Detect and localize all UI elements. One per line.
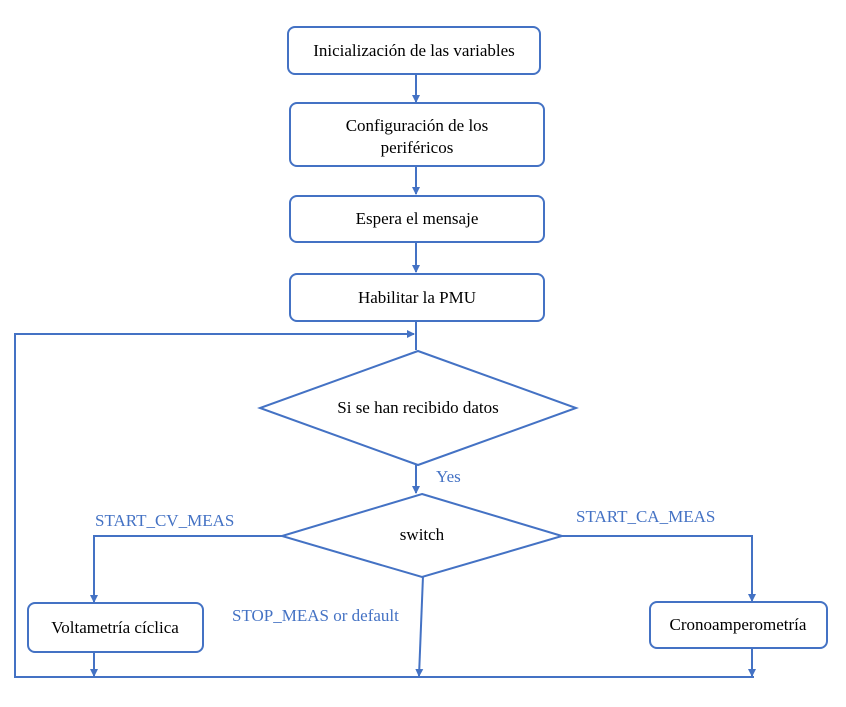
- pmu-box: [289, 273, 545, 322]
- switch-decision: [278, 492, 566, 579]
- stop-label: STOP_MEAS or default: [232, 606, 399, 625]
- cv-label: Voltametría cíclica: [51, 618, 179, 637]
- wait-box: [289, 195, 545, 243]
- config-box: [289, 102, 545, 167]
- pmu-label: Habilitar la PMU: [358, 288, 476, 307]
- arrow-switch-to-cv: [90, 535, 282, 603]
- start-cv-label: START_CV_MEAS: [95, 511, 234, 530]
- init-box: [287, 26, 541, 75]
- arrow-switch-to-ca: [562, 535, 756, 602]
- check-label: Si se han recibido datos: [337, 398, 498, 417]
- config-label-line1: Configuración de los: [346, 116, 489, 135]
- cv-box: [27, 602, 204, 653]
- ca-label: Cronoamperometría: [670, 615, 807, 634]
- ca-box: [649, 601, 828, 649]
- arrow-switch-stop: [415, 575, 424, 677]
- loop-back-line: [14, 330, 754, 678]
- init-label: Inicialización de las variables: [313, 41, 515, 60]
- config-label-line2: periféricos: [381, 138, 454, 157]
- yes-label: Yes: [436, 467, 461, 486]
- switch-label: switch: [400, 525, 445, 544]
- start-ca-label: START_CA_MEAS: [576, 507, 715, 526]
- wait-label: Espera el mensaje: [356, 209, 479, 228]
- check-decision: [257, 349, 579, 467]
